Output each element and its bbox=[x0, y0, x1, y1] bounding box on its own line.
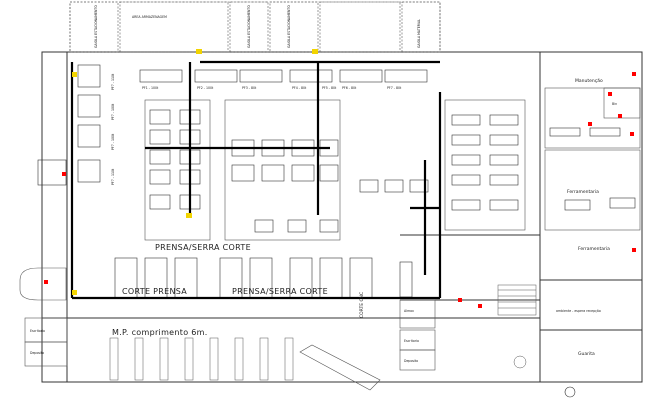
room-ferramentaria-1: Ferramentaria bbox=[567, 189, 599, 195]
yellow-markers bbox=[72, 49, 318, 295]
area-labels: PRENSA/SERRA CORTE CORTE PRENSA PRENSA/S… bbox=[112, 243, 365, 337]
press-pf4: PF4 - 80t bbox=[292, 86, 307, 90]
bay-labels: GAIOLA ESTACIONAMENTO AREA ARMAZENAGEM G… bbox=[94, 5, 421, 48]
room-labels: Manutenção Bin Ferramentaria Ferramentar… bbox=[30, 78, 617, 363]
press-pf6: PF6 - 80t bbox=[342, 86, 357, 90]
room-manutencao: Manutenção bbox=[575, 78, 603, 84]
room-deposito-right: Deposito bbox=[404, 359, 418, 363]
north-arrow-icon bbox=[564, 386, 576, 398]
column-marker bbox=[513, 355, 527, 369]
press-pf2: PF2 - 100t bbox=[197, 86, 214, 90]
area-corte-cnc: CORTE CNC bbox=[359, 292, 365, 318]
press-pf7: PF7 - 80t bbox=[387, 86, 402, 90]
top-bays bbox=[69, 1, 441, 53]
side-label-3: PF7 - 100t bbox=[111, 133, 115, 150]
area-prensa-serra-corte-bottom: PRENSA/SERRA CORTE bbox=[232, 287, 328, 296]
press-pf5: PF5 - 80t bbox=[322, 86, 337, 90]
press-labels: PF1 - 100t PF2 - 100t PF3 - 80t PF4 - 80… bbox=[142, 86, 402, 90]
machine-grid-1 bbox=[149, 109, 201, 210]
process-lines bbox=[70, 60, 442, 300]
bay-label-4: GAIOLA ESTACIONAMENTO bbox=[287, 5, 291, 48]
ramp bbox=[299, 344, 381, 391]
room-guarita: Guarita bbox=[578, 351, 595, 357]
room-deposito-left: Deposito bbox=[30, 351, 44, 355]
area-prensa-serra-corte-top: PRENSA/SERRA CORTE bbox=[155, 243, 251, 252]
room-escritorio-left: Escritorio bbox=[30, 329, 45, 333]
stair-right bbox=[497, 284, 537, 316]
press-pf1: PF1 - 100t bbox=[142, 86, 159, 90]
bay-label-2: AREA ARMAZENAGEM bbox=[132, 15, 167, 19]
machine-grid-3 bbox=[359, 114, 636, 298]
side-label-4: PF7 - 110t bbox=[111, 168, 115, 185]
area-corte-prensa: CORTE PRENSA bbox=[122, 287, 187, 296]
room-ambiente: ambiente - espera recepção bbox=[556, 309, 601, 313]
machine-grid-2 bbox=[231, 139, 339, 233]
red-markers bbox=[44, 72, 636, 308]
area-mp-comprimento: M.P. comprimento 6m. bbox=[112, 328, 208, 337]
press-row bbox=[139, 69, 428, 83]
side-label-2: PF7 - 100t bbox=[111, 103, 115, 120]
room-escritorio-right: Escritorio bbox=[404, 339, 419, 343]
material-racks bbox=[109, 337, 294, 381]
side-label-1: PF7 - 110t bbox=[111, 73, 115, 90]
inner-partitions bbox=[24, 87, 641, 371]
room-almox: Almox bbox=[404, 309, 414, 313]
left-presses bbox=[77, 64, 101, 183]
left-press-labels: PF7 - 110t PF7 - 100t PF7 - 100t PF7 - 1… bbox=[111, 73, 115, 185]
room-bin: Bin bbox=[612, 102, 617, 106]
stair-bottom-left bbox=[19, 267, 67, 301]
bay-label-5: GAIOLA MATERIAL bbox=[417, 19, 421, 48]
bay-label-3: GAIOLA ESTACIONAMENTO bbox=[247, 5, 251, 48]
press-pf3: PF3 - 80t bbox=[242, 86, 257, 90]
room-ferramentaria-2: Ferramentaria bbox=[578, 246, 610, 252]
bay-label-1: GAIOLA ESTACIONAMENTO bbox=[94, 5, 98, 48]
